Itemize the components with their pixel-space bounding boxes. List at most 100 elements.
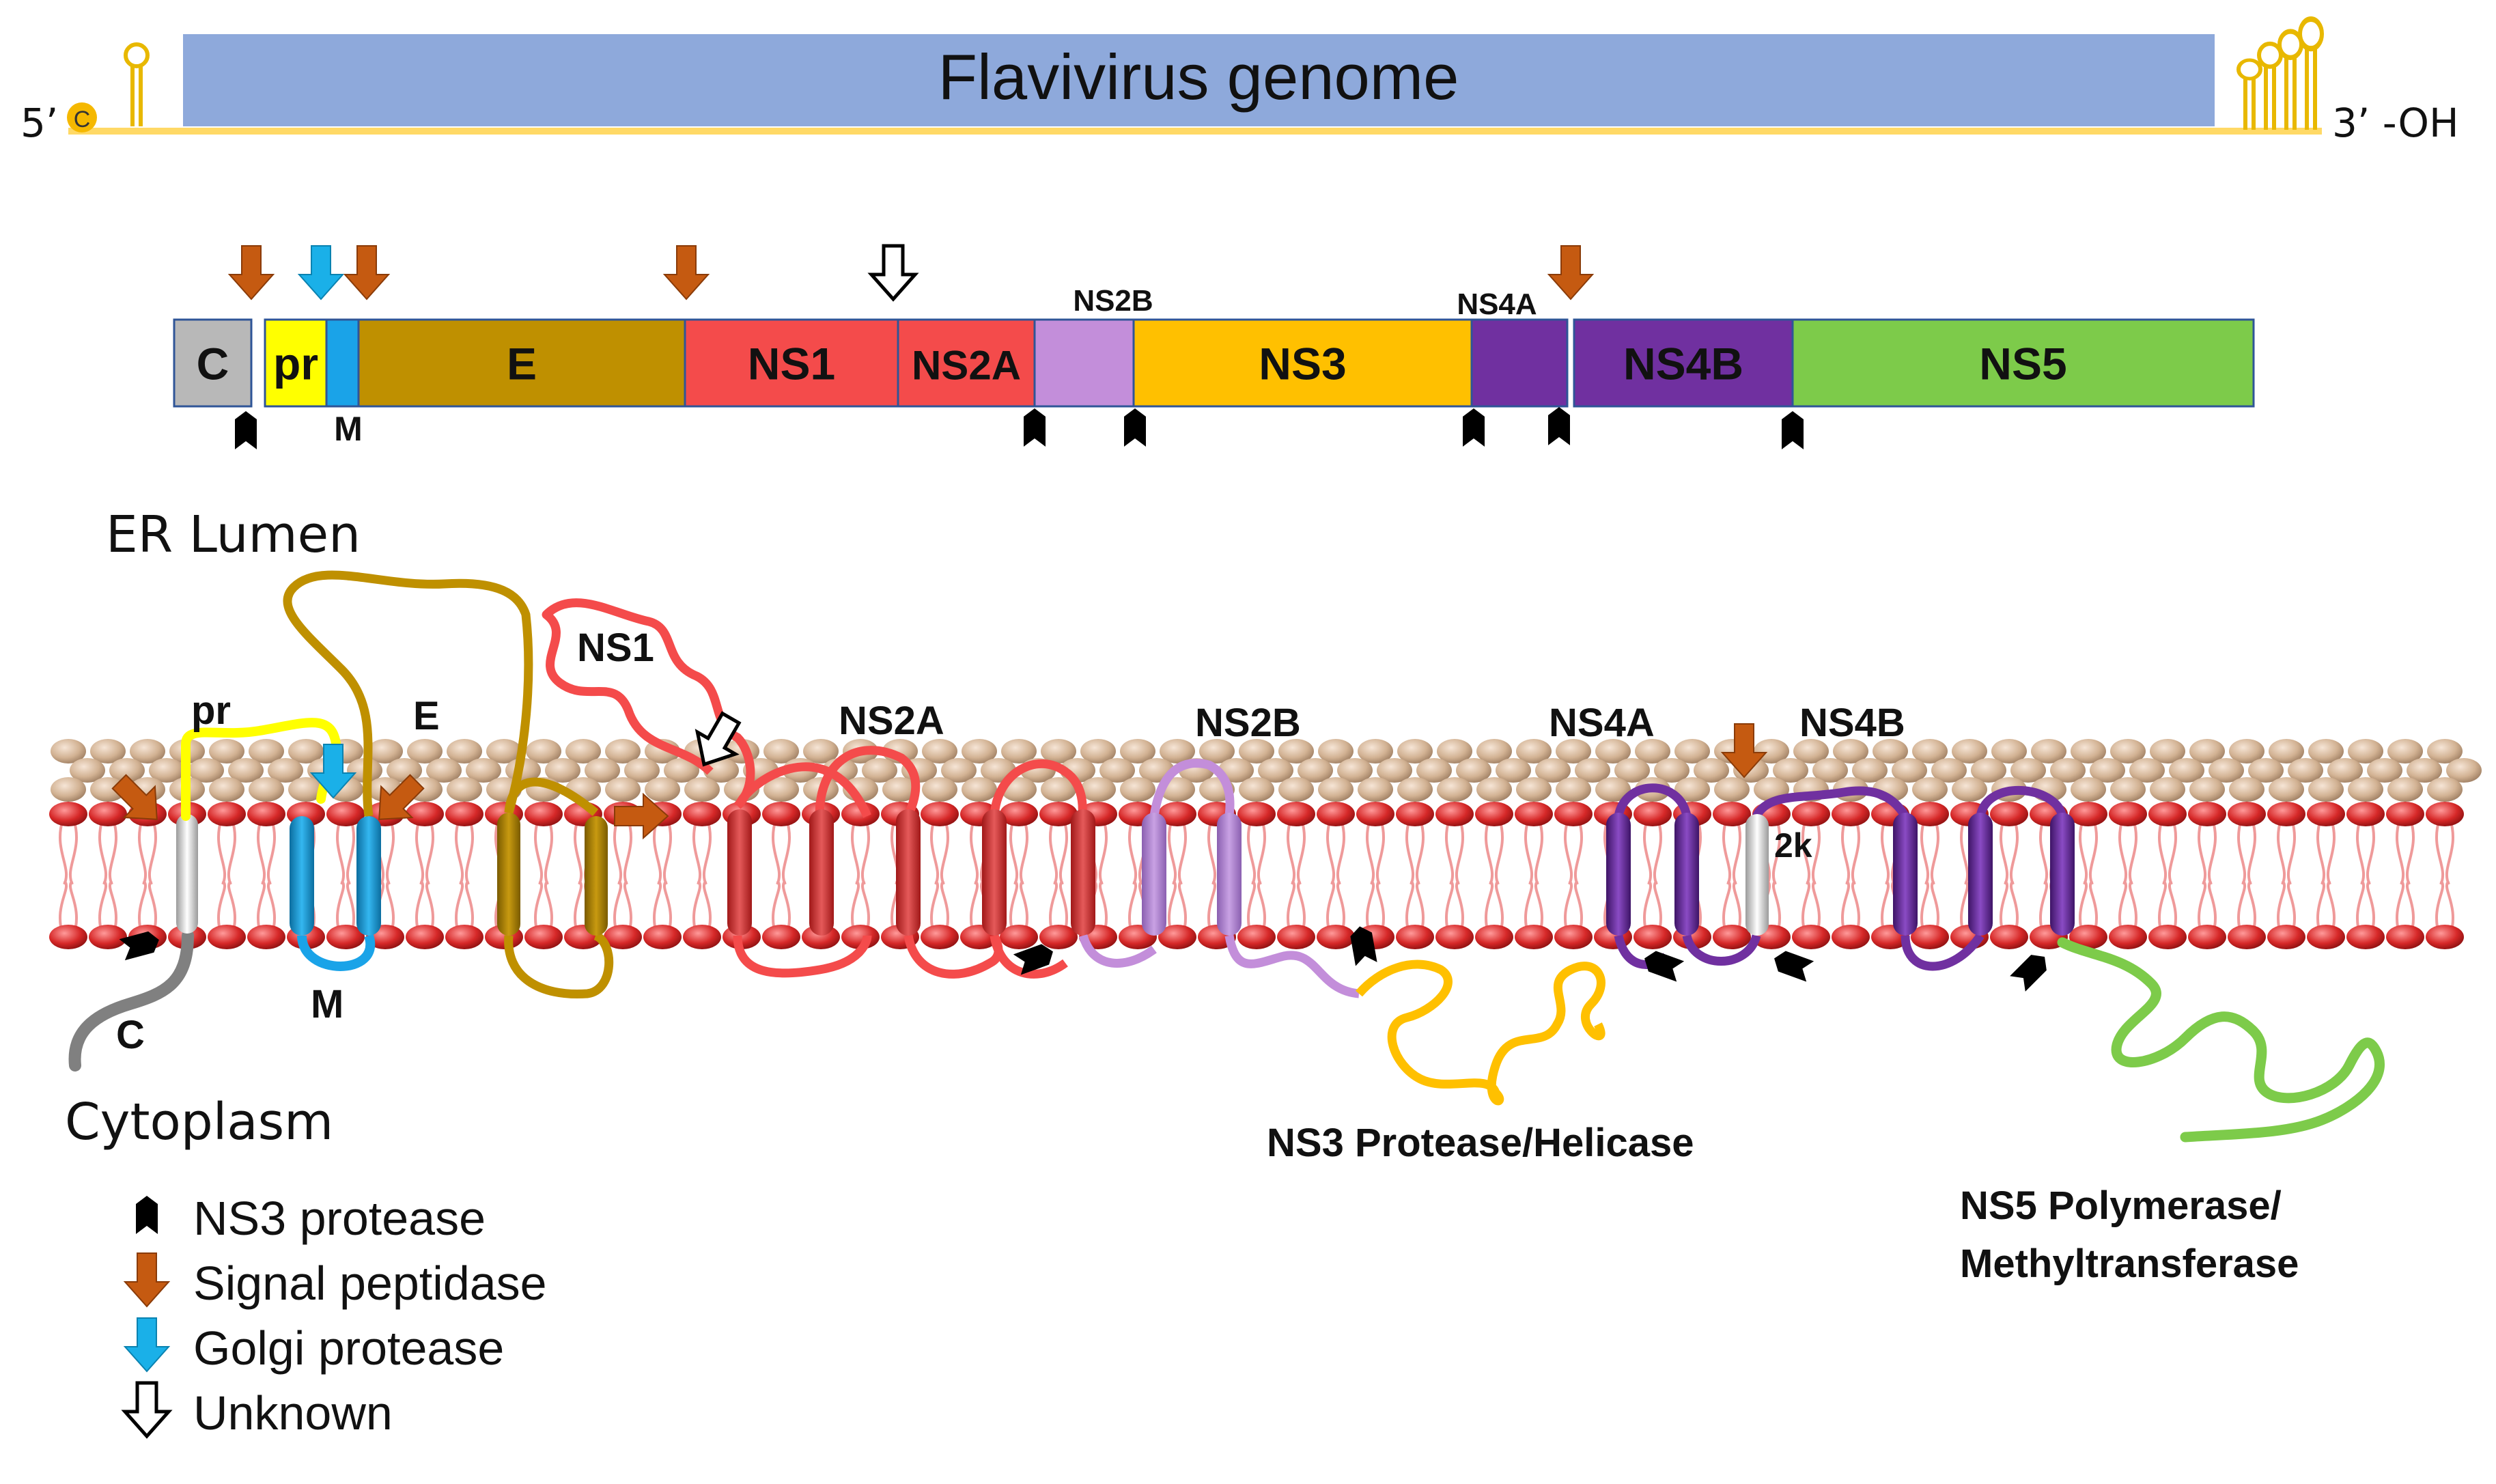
lipid-head-surface (684, 777, 720, 802)
lipid-head-surface (2189, 777, 2225, 802)
lipid-head-surface (2169, 758, 2204, 783)
polyprotein-label-e: E (507, 339, 537, 389)
lipid-head-surface (1773, 758, 1808, 783)
lipid-head (2386, 802, 2424, 826)
lipid-head (2267, 925, 2305, 949)
lipid-head (247, 802, 285, 826)
five-prime-hairpin-icon (126, 44, 148, 126)
lipid-tail (613, 819, 632, 936)
e-helix-1 (497, 813, 520, 936)
ns2a-helix-4 (982, 809, 1007, 936)
c-protein-helix (176, 814, 198, 934)
lipid-head-surface (1041, 739, 1076, 764)
lipid-head-surface (1873, 739, 1908, 764)
polyprotein-label-ns1: NS1 (748, 339, 835, 389)
polyprotein-segment-ns2a (897, 318, 1036, 408)
lipid-tail (1326, 819, 1345, 936)
lipid-head (2307, 925, 2345, 949)
polyprotein-segment-unlabeled-6 (1033, 318, 1135, 408)
cytoplasm-label: Cytoplasm (65, 1093, 333, 1151)
lipid-tail (653, 819, 672, 936)
polyprotein-segment-e (357, 318, 686, 408)
ns4a-membrane-label: NS4A (1549, 701, 1655, 745)
lipid-head (1713, 925, 1751, 949)
lipid-head-surface (2110, 777, 2146, 802)
lipid-head (406, 802, 444, 826)
lipid-head-surface (645, 777, 680, 802)
lipid-tail (138, 819, 157, 936)
lipid-head-surface (1674, 739, 1710, 764)
lipid-head (524, 802, 563, 826)
lipid-head-surface (1516, 739, 1552, 764)
lipid-head-surface (1239, 777, 1274, 802)
lipid-head-surface (941, 758, 977, 783)
lipid-head-surface (407, 739, 443, 764)
lipid-head-surface (1358, 739, 1393, 764)
lipid-head (1158, 925, 1196, 949)
m-segment-label: M (334, 410, 363, 448)
lipid-head-surface (447, 777, 482, 802)
lipid-head-surface (130, 739, 165, 764)
lipid-head-surface (882, 777, 918, 802)
lipid-tail (59, 819, 78, 936)
lipid-head-surface (2110, 739, 2146, 764)
lipid-head-surface (763, 777, 799, 802)
lipid-head-surface (209, 777, 244, 802)
lipid-head-surface (2248, 758, 2284, 783)
cap-circle-icon (67, 102, 97, 132)
lipid-head (1554, 925, 1593, 949)
lipid-tail (2118, 819, 2137, 936)
lipid-head-surface (1239, 739, 1274, 764)
lipid-head (2426, 802, 2464, 826)
lipid-head (49, 802, 87, 826)
lipid-tail (534, 819, 553, 936)
lipid-head (247, 925, 285, 949)
lipid-head (1475, 802, 1513, 826)
ns4a-helix-2 (1674, 813, 1699, 936)
lipid-tail (1920, 819, 1939, 936)
lipid-head-surface (70, 758, 105, 783)
lipid-tail (930, 819, 949, 936)
lipid-head-surface (526, 739, 561, 764)
lipid-head (1396, 925, 1434, 949)
lipid-head (1039, 925, 1078, 949)
polyprotein-label-ns5: NS5 (1979, 339, 2066, 389)
polyprotein-segment-ns1 (684, 318, 899, 408)
polyprotein-label-ns3: NS3 (1259, 339, 1346, 389)
lipid-head-surface (1971, 758, 2006, 783)
er-lumen-label: ER Lumen (106, 505, 361, 564)
lipid-head-surface (1812, 758, 1848, 783)
lipid-tail (336, 819, 355, 936)
lipid-head-surface (1635, 739, 1670, 764)
e-membrane-label: E (413, 694, 440, 738)
lipid-head-surface (664, 758, 699, 783)
polyprotein-segment-c (173, 318, 253, 408)
lipid-head-surface (387, 758, 422, 783)
lipid-head-surface (1456, 758, 1491, 783)
lipid-tail (1247, 819, 1266, 936)
lipid-head (326, 802, 365, 826)
lipid-tail (1841, 819, 1860, 936)
lipid-head-surface (249, 777, 284, 802)
lipid-head-surface (1041, 777, 1076, 802)
lipid-head-surface (1337, 758, 1373, 783)
lipid-head (2069, 925, 2107, 949)
lipid-head (2346, 802, 2385, 826)
lipid-head-surface (228, 758, 264, 783)
lipid-head-surface (2071, 739, 2106, 764)
lipid-head (1911, 802, 1949, 826)
m-protein-chain (297, 934, 376, 971)
lipid-head-surface (367, 739, 403, 764)
lipid-head (2307, 802, 2345, 826)
lipid-head-surface (2387, 739, 2423, 764)
e-helix-2 (585, 816, 608, 936)
lipid-head-surface (565, 739, 601, 764)
lipid-head-surface (268, 758, 303, 783)
lipid-head-surface (545, 758, 580, 783)
lipid-head (445, 802, 483, 826)
lipid-head (1396, 802, 1434, 826)
lipid-head-surface (1258, 758, 1293, 783)
lipid-head-surface (1120, 739, 1155, 764)
polyprotein-segment-ns4b (1573, 318, 1794, 408)
lipid-tail (257, 819, 276, 936)
